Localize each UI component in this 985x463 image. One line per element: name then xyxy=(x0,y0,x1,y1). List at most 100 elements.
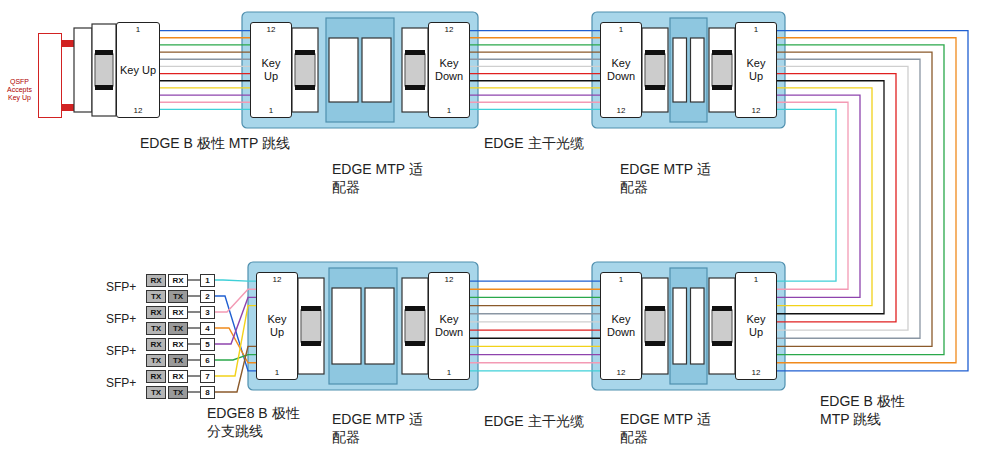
fiber-strand xyxy=(470,94,600,95)
fiber-strand xyxy=(470,370,600,371)
connector-ferrule-block xyxy=(712,54,732,86)
mtp-connector: 12Key Up1 xyxy=(256,272,298,380)
fiber-strand xyxy=(215,289,256,312)
fiber-strand xyxy=(215,280,256,281)
fiber-strand xyxy=(470,37,600,38)
fiber-strand xyxy=(777,109,836,281)
fiber-strand xyxy=(777,102,848,289)
fiber-strand xyxy=(160,109,250,110)
fiber-strand xyxy=(470,338,600,339)
fiber-strand xyxy=(188,391,200,392)
key-label: Key Down xyxy=(431,313,467,339)
fiber-strand xyxy=(470,59,600,60)
plug-lead xyxy=(188,360,200,361)
transceiver-label: SFP+ xyxy=(104,312,138,327)
fiber-ribbon xyxy=(470,31,600,110)
fiber-strand xyxy=(470,280,600,281)
lc-plug: TX xyxy=(168,290,188,303)
fiber-ribbon xyxy=(160,31,250,110)
signal-name: RX xyxy=(147,307,165,318)
fiber-number-box: 1 xyxy=(200,274,215,287)
transceiver-label: SFP+ xyxy=(104,376,138,391)
fiber-number-box: 2 xyxy=(200,290,215,303)
sfp-port: RX xyxy=(146,338,166,351)
fiber-strand xyxy=(777,31,968,371)
connector-latch xyxy=(645,341,665,346)
fiber-position-number: 1 xyxy=(754,275,758,284)
mtp-connector: 1Key Up12 xyxy=(116,22,160,118)
signal-name: TX xyxy=(147,387,165,398)
connector-latch xyxy=(301,306,321,311)
plug-lead xyxy=(188,344,200,345)
fiber-strand xyxy=(470,66,600,67)
mtp-connector: 12Key Up1 xyxy=(250,22,292,118)
fiber-strand xyxy=(215,346,256,392)
fiber-position-number: 12 xyxy=(134,106,143,115)
lc-plug: RX xyxy=(168,306,188,319)
signal-name: RX xyxy=(169,339,187,350)
fiber-strand xyxy=(777,81,884,314)
breakout-fiber xyxy=(215,297,256,344)
adapter-sleeve xyxy=(691,288,705,364)
signal-name: TX xyxy=(169,323,187,334)
mtp-adapter xyxy=(592,262,785,390)
part-name: EDGE MTP 适配器 xyxy=(618,160,714,196)
mtp-adapter xyxy=(592,12,785,128)
fiber-strand xyxy=(777,45,944,355)
part-name: EDGE B 极性 MTP 跳线 xyxy=(138,134,292,152)
adapter-housing xyxy=(592,12,785,128)
fiber-strand xyxy=(160,44,250,45)
breakout-fiber xyxy=(215,280,256,281)
connector-body xyxy=(709,28,735,112)
fiber-strand xyxy=(470,346,600,347)
signal-name: RX xyxy=(169,275,187,286)
fiber-number: 5 xyxy=(201,339,214,350)
mtp-adapter xyxy=(248,262,478,390)
signal-name: TX xyxy=(169,387,187,398)
connector-ferrule-block xyxy=(301,310,321,342)
adapter-flange xyxy=(326,18,394,122)
fiber-strand xyxy=(470,329,600,330)
fiber-number: 3 xyxy=(201,307,214,318)
connector-latch xyxy=(405,341,425,346)
fiber-strand xyxy=(188,359,200,360)
fiber-strand xyxy=(160,66,250,67)
fiber-strand xyxy=(470,109,600,110)
lc-plug: RX xyxy=(168,370,188,383)
fiber-strand xyxy=(160,73,250,74)
transceiver-note: QSFP Accepts Key Up xyxy=(3,78,36,102)
lc-plug: TX xyxy=(168,322,188,335)
adapter-sleeve xyxy=(329,38,358,102)
connector-latch xyxy=(405,85,425,90)
key-label: Key Down xyxy=(603,57,639,83)
connector-body xyxy=(402,278,428,374)
plug-lead xyxy=(188,328,200,329)
fiber-strand xyxy=(188,311,200,312)
part-name: EDGE 主干光缆 xyxy=(482,412,586,430)
fiber-strand xyxy=(470,305,600,306)
fiber-number: 2 xyxy=(201,291,214,302)
part-name: EDGE 主干光缆 xyxy=(482,134,586,152)
breakout-fiber xyxy=(215,306,256,376)
connector-body xyxy=(292,28,318,112)
signal-name: RX xyxy=(147,339,165,350)
transceiver-label: SFP+ xyxy=(104,344,138,359)
connector-body xyxy=(709,278,735,374)
connector-latch xyxy=(405,306,425,311)
part-name: EDGE MTP 适配器 xyxy=(618,410,714,446)
sfp-port: TX xyxy=(146,322,166,335)
fiber-strand xyxy=(470,354,600,355)
fiber-position-number: 1 xyxy=(447,106,451,115)
part-name: EDGE MTP 适配器 xyxy=(330,410,426,446)
connector-latch xyxy=(645,306,665,311)
transceiver-label: SFP+ xyxy=(104,280,138,295)
connector-body xyxy=(92,24,116,116)
sfp-port: TX xyxy=(146,354,166,367)
connector-latch xyxy=(712,341,732,346)
fiber-ribbon xyxy=(777,31,968,371)
fiber-position-number: 12 xyxy=(445,275,454,284)
plug-lead xyxy=(188,376,200,377)
fiber-number-box: 8 xyxy=(200,386,215,399)
fiber-strand xyxy=(188,295,200,296)
